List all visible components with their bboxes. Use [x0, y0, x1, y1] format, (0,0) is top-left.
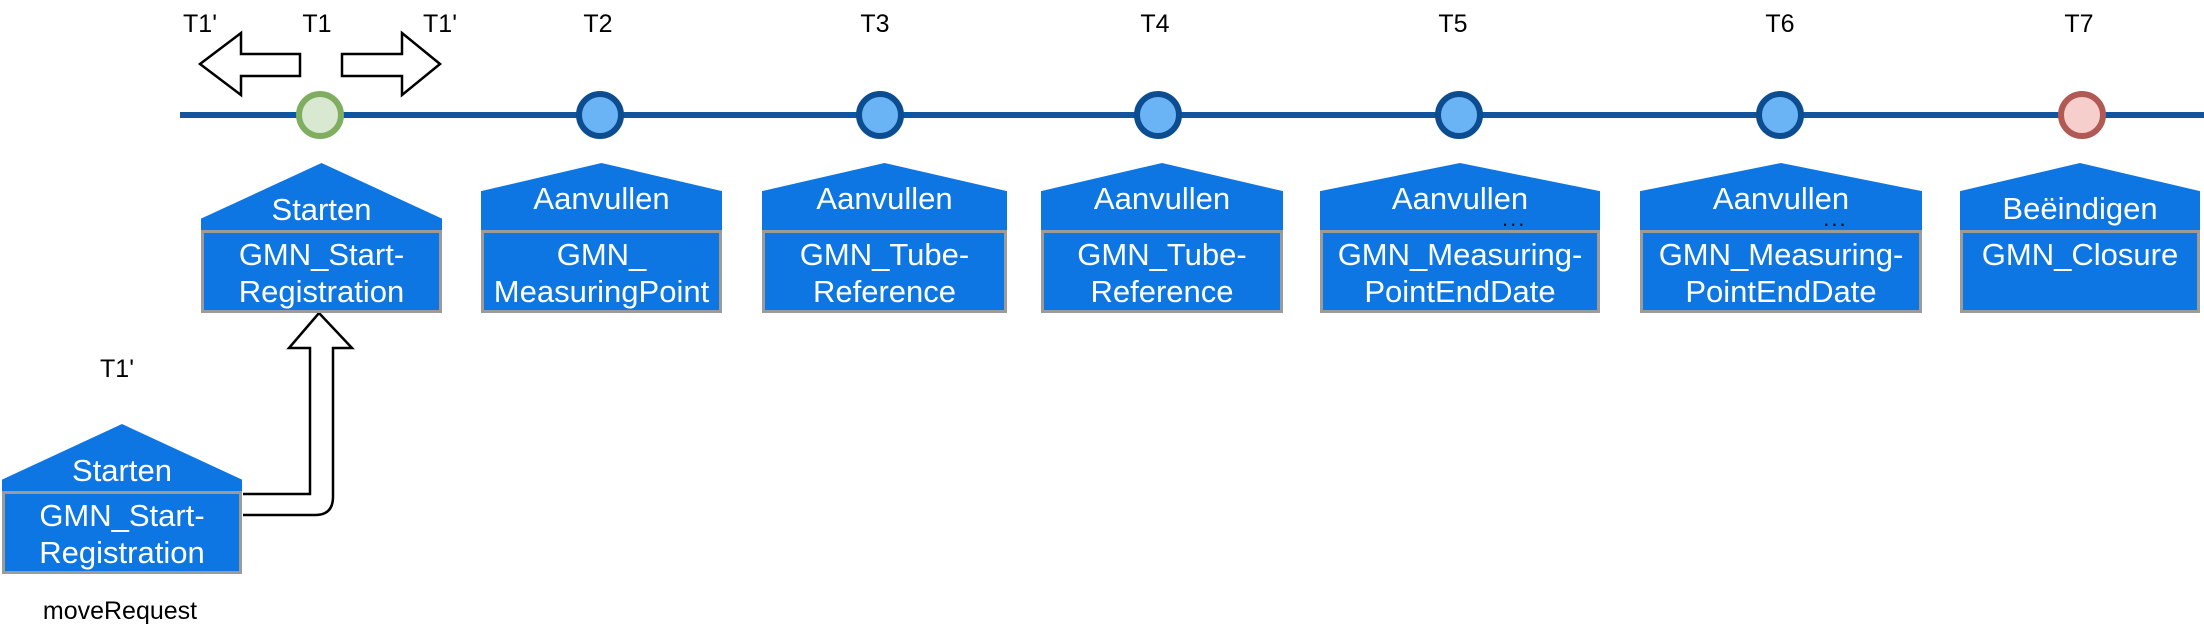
- move-left-arrow-icon: [197, 30, 302, 98]
- house-roof: Aanvullen ...: [1320, 163, 1600, 230]
- house-body-label: GMN_Start- Registration: [39, 498, 205, 570]
- house-roof: Aanvullen ...: [1640, 163, 1922, 230]
- event-house-t4-tubereference: Aanvullen GMN_Tube- Reference: [1041, 163, 1283, 313]
- house-roof: Starten: [201, 163, 442, 230]
- timeline-marker-t4: [1134, 91, 1182, 139]
- ellipsis-dots: ...: [1823, 206, 1848, 231]
- house-body: GMN_Start- Registration: [2, 491, 242, 574]
- timeline-marker-t6: [1756, 91, 1804, 139]
- house-body: GMN_Start- Registration: [201, 230, 442, 313]
- move-right-arrow-icon: [340, 30, 442, 98]
- house-body: GMN_Tube- Reference: [1041, 230, 1283, 313]
- event-house-t5-pointenddate: Aanvullen ... GMN_Measuring- PointEndDat…: [1320, 163, 1600, 313]
- move-request-connector-arrow: [243, 311, 355, 517]
- house-roof: Aanvullen: [762, 163, 1007, 230]
- ellipsis-dots: ...: [1502, 206, 1527, 231]
- house-roof-label: Starten: [72, 453, 172, 488]
- house-body: GMN_Tube- Reference: [762, 230, 1007, 313]
- event-house-t3-tubereference: Aanvullen GMN_Tube- Reference: [762, 163, 1007, 313]
- event-house-t1-starten: Starten GMN_Start- Registration: [201, 163, 442, 313]
- house-roof-label: Starten: [271, 192, 372, 227]
- timeline-marker-t3: [856, 91, 904, 139]
- tick-label-t1-prime-right: T1': [423, 10, 457, 38]
- house-body: GMN_Measuring- PointEndDate: [1320, 230, 1600, 313]
- timeline-marker-t5: [1435, 91, 1483, 139]
- house-body: GMN_Closure: [1960, 230, 2200, 313]
- event-house-t2-measuringpoint: Aanvullen GMN_ MeasuringPoint: [481, 163, 722, 313]
- house-body-label: GMN_Tube- Reference: [799, 237, 970, 309]
- tick-label-t7: T7: [2064, 10, 2094, 38]
- house-roof-label: Aanvullen: [1093, 181, 1231, 216]
- house-body-label: GMN_Tube- Reference: [1077, 237, 1247, 309]
- tick-label-t2: T2: [583, 10, 613, 38]
- event-house-t7-closure: Beëindigen GMN_Closure: [1960, 163, 2200, 313]
- house-roof: Aanvullen: [1041, 163, 1283, 230]
- move-request-caption: moveRequest: [42, 597, 198, 625]
- house-body-label: GMN_Measuring- PointEndDate: [1337, 237, 1583, 309]
- house-body: GMN_Measuring- PointEndDate: [1640, 230, 1922, 313]
- timeline-marker-t2: [576, 91, 624, 139]
- timeline-marker-t1-start: [296, 91, 344, 139]
- house-roof-label: Aanvullen: [816, 181, 953, 216]
- house-roof-label: Aanvullen: [1712, 181, 1850, 216]
- tick-label-t1: T1: [302, 10, 332, 38]
- house-body: GMN_ MeasuringPoint: [481, 230, 722, 313]
- tick-label-t6: T6: [1765, 10, 1795, 38]
- event-house-moverequest: Starten GMN_Start- Registration: [2, 424, 242, 574]
- tick-label-t1-prime-left: T1': [183, 10, 217, 38]
- tick-label-t3: T3: [860, 10, 890, 38]
- house-body-label: GMN_Measuring- PointEndDate: [1658, 237, 1904, 309]
- house-roof: Starten: [2, 424, 242, 491]
- event-house-t6-pointenddate: Aanvullen ... GMN_Measuring- PointEndDat…: [1640, 163, 1922, 313]
- house-body-label: GMN_Closure: [1981, 237, 2179, 272]
- house-roof-label: Beëindigen: [2002, 191, 2158, 226]
- house-body-label: GMN_Start- Registration: [238, 237, 405, 309]
- timeline-marker-t7-end: [2058, 91, 2106, 139]
- tick-label-t5: T5: [1438, 10, 1468, 38]
- house-roof-label: Aanvullen: [1391, 181, 1529, 216]
- house-roof: Beëindigen: [1960, 163, 2200, 230]
- house-roof-label: Aanvullen: [533, 181, 670, 216]
- tick-label-t1-prime-move: T1': [100, 355, 134, 383]
- house-body-label: GMN_ MeasuringPoint: [493, 237, 710, 309]
- tick-label-t4: T4: [1140, 10, 1170, 38]
- house-roof: Aanvullen: [481, 163, 722, 230]
